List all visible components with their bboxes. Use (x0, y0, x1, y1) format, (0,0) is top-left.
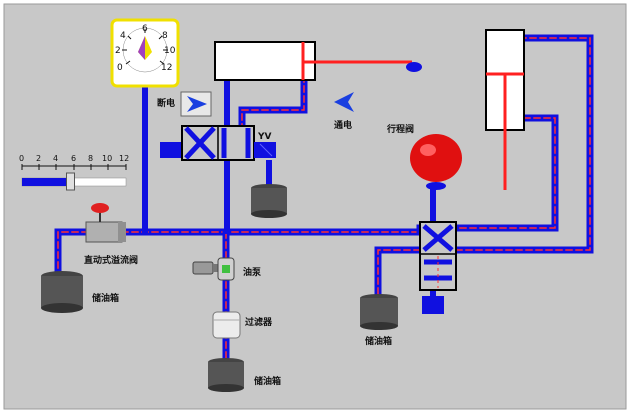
relief-valve (85, 203, 126, 243)
gauge-tick-6: 6 (142, 24, 148, 34)
travel-valve-label: 行程阀 (386, 123, 414, 135)
tank-left-label: 储油箱 (92, 292, 119, 304)
tank-right (360, 294, 398, 330)
power-on-button[interactable] (334, 92, 354, 112)
gauge-tick-10: 10 (164, 46, 176, 56)
gauge-tick-0: 0 (117, 63, 123, 73)
tank-bottom-label: 储油箱 (254, 375, 281, 387)
solenoid-label: YV (257, 132, 272, 142)
cylinder-left (214, 41, 422, 81)
slider-scale: 0 2 4 6 8 10 12 (19, 154, 129, 170)
filter (212, 311, 241, 339)
tank-bottom (208, 358, 244, 392)
tank-left (41, 271, 83, 313)
slider-tick-12: 12 (119, 154, 129, 163)
pipe-gauge-riser (142, 84, 148, 234)
gauge-tick-2: 2 (115, 46, 121, 56)
pipe-valve-up (430, 186, 436, 222)
cylinder-left-rod-end (406, 62, 422, 72)
slider-tick-10: 10 (102, 154, 112, 163)
gauge-tick-8: 8 (162, 31, 168, 41)
slider-tick-0: 0 (19, 154, 24, 163)
directional-valve-right (419, 221, 457, 291)
pipe-tank-small (266, 160, 272, 186)
oil-pump (192, 257, 235, 281)
power-off-label: 断电 (157, 97, 175, 109)
tank-right-label: 储油箱 (365, 335, 392, 347)
valve-spool-stem (422, 296, 444, 314)
slider-fill (22, 178, 71, 186)
slider-tick-2: 2 (36, 154, 41, 163)
pressure-gauge: 0 2 4 6 8 10 12 (110, 18, 180, 88)
solenoid-valve (160, 125, 276, 161)
gauge-tick-12: 12 (161, 63, 172, 73)
power-off-button[interactable] (180, 91, 212, 117)
relief-valve-label: 直动式溢流阀 (84, 254, 138, 266)
travel-valve (410, 134, 462, 190)
slider-tick-8: 8 (88, 154, 93, 163)
slider-tick-4: 4 (53, 154, 58, 163)
filter-label: 过滤器 (245, 316, 273, 328)
slider-tick-6: 6 (71, 154, 76, 163)
slider-thumb[interactable] (66, 172, 75, 191)
cylinder-right (485, 29, 525, 190)
gauge-tick-4: 4 (120, 31, 126, 41)
tank-solenoid (251, 184, 287, 218)
oil-pump-label: 油泵 (243, 266, 262, 278)
power-on-label: 通电 (334, 119, 352, 131)
